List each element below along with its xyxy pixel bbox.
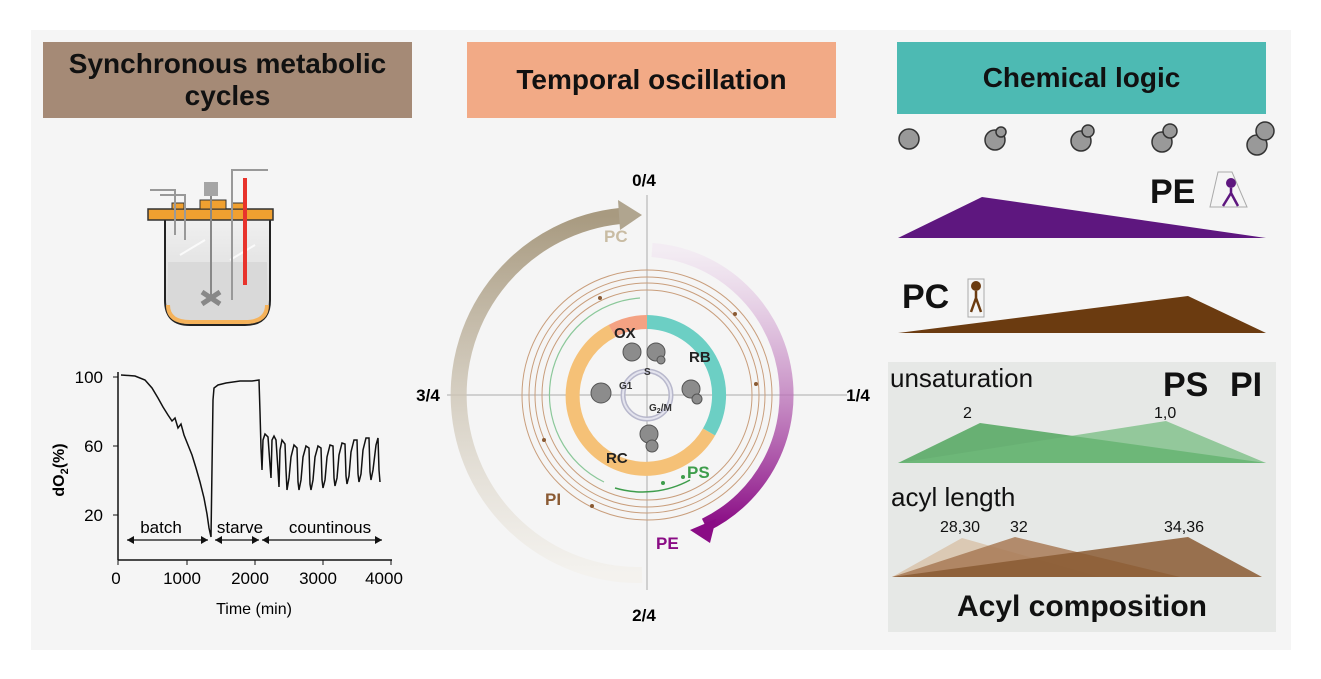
pc-lipid-icon (967, 278, 985, 318)
phase-batch: batch (140, 518, 182, 537)
x-tick-1000: 1000 (163, 569, 201, 588)
label-acyl-peak-3436: 34,36 (1164, 519, 1204, 536)
x-tick-2000: 2000 (231, 569, 269, 588)
header-synchronous-cycles: Synchronous metabolic cycles (43, 42, 412, 118)
label-pe: PE (656, 534, 679, 553)
label-ox: OX (614, 325, 636, 342)
label-unsaturation: unsaturation (890, 363, 1033, 393)
y-tick-20: 20 (84, 506, 103, 525)
label-unsat-peak-10: 1,0 (1154, 405, 1176, 422)
label-pc: PC (604, 227, 628, 246)
pc-arrowhead (618, 200, 642, 230)
ring-rb (646, 315, 727, 436)
x-tick-0: 0 (111, 569, 120, 588)
phase-label-right: 1/4 (846, 386, 870, 405)
label-acyl-peak-32: 32 (1010, 519, 1028, 536)
yeast-cell-1 (622, 342, 642, 362)
label-g1: G1 (619, 381, 633, 392)
label-unsat-peak-2: 2 (963, 405, 972, 422)
y-tick-60: 60 (84, 437, 103, 456)
ring-ox (608, 315, 648, 338)
label-ps-right: PS (1163, 366, 1208, 404)
label-g2m: G2/M (649, 403, 672, 415)
label-rc: RC (606, 450, 628, 467)
pc-profile (898, 296, 1266, 333)
label-rb: RB (689, 349, 711, 366)
y-tick-100: 100 (75, 368, 103, 387)
label-pi: PI (545, 490, 561, 509)
do2-trace (120, 374, 381, 538)
y-axis-label: dO2(%) (51, 443, 71, 496)
pe-profile (898, 197, 1266, 238)
pe-arrowhead (690, 519, 716, 543)
x-tick-3000: 3000 (299, 569, 337, 588)
pe-arc-arrow (651, 243, 794, 532)
x-axis-label: Time (min) (216, 601, 292, 618)
phase-label-left: 3/4 (416, 386, 440, 405)
chemical-logic-panel: PE PC unsaturation PS PI 2 1,0 acyl leng… (888, 121, 1276, 632)
header-chemical-logic: Chemical logic (897, 42, 1266, 114)
ring-rc (565, 324, 716, 476)
do2-plot: 100 60 20 0 1000 2000 3000 4000 Time (mi… (51, 368, 403, 618)
acyl-composition-box (888, 362, 1276, 632)
acyl-profile-c (892, 537, 1262, 577)
pc-arc-arrow (450, 208, 643, 584)
x-tick-4000: 4000 (365, 569, 403, 588)
header-temporal-oscillation: Temporal oscillation (467, 42, 836, 118)
bioreactor-illustration (147, 169, 274, 326)
pe-lipid-icon (1209, 171, 1248, 208)
label-pe-right: PE (1150, 173, 1195, 211)
oscillation-diagram: 0/4 1/4 2/4 3/4 (416, 171, 870, 625)
label-pi-right: PI (1230, 366, 1262, 404)
label-s: S (644, 367, 651, 378)
phase-continuous: countinous (289, 518, 371, 537)
label-pc-right: PC (902, 278, 949, 316)
budding-cells-row (898, 121, 1275, 156)
phase-label-top: 0/4 (632, 171, 656, 190)
phase-label-bottom: 2/4 (632, 606, 656, 625)
label-acyl-composition: Acyl composition (957, 590, 1207, 623)
unsat-profile-b (898, 421, 1266, 463)
label-acyl-length: acyl length (891, 482, 1015, 512)
label-ps: PS (687, 463, 710, 482)
label-acyl-peak-2830: 28,30 (940, 519, 980, 536)
phase-starve: starve (217, 518, 263, 537)
